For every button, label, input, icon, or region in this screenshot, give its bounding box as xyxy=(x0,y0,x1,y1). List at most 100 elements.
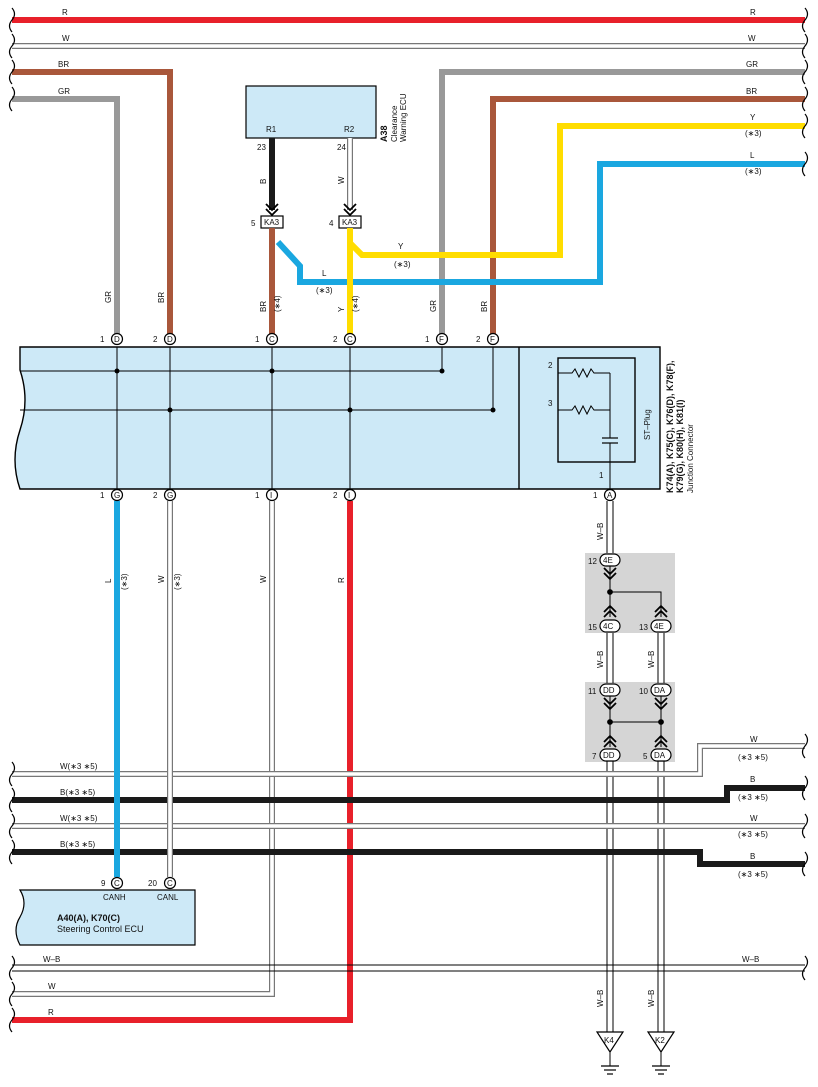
wire-white-i1 xyxy=(12,501,275,997)
can-w-line-1 xyxy=(12,743,805,777)
ka3-left-code: KA3 xyxy=(264,218,280,227)
label-can-b2-note: (∗3 ∗5) xyxy=(738,870,768,879)
label-can-b1-right: B xyxy=(750,775,755,784)
label-br-left: BR xyxy=(58,60,69,69)
junction-connector: 2 3 1 ST–Plug K74(A), K75(C), K76(D), K7… xyxy=(14,346,695,493)
svg-text:2: 2 xyxy=(476,335,481,344)
label-wire-b: B xyxy=(259,179,268,184)
steering-control-ecu: 9 C 20 C CANH CANL A40(A), K70(C) Steeri… xyxy=(15,876,196,946)
svg-text:2: 2 xyxy=(333,491,338,500)
wire-red-i2 xyxy=(12,501,353,1023)
svg-text:A: A xyxy=(607,491,613,500)
a38-pin-r1: R1 xyxy=(266,125,277,134)
svg-text:F: F xyxy=(490,335,495,344)
wire-wb-bottom xyxy=(12,964,805,972)
wire-wb-15-to-11 xyxy=(606,633,614,683)
label-br-right: BR xyxy=(746,87,757,96)
steering-pin-20: 20 xyxy=(148,879,157,888)
label-mid-y: Y xyxy=(398,242,404,251)
label-y-note: (∗3) xyxy=(745,129,762,138)
label-l-note: (∗3) xyxy=(745,167,762,176)
label-wb-13: W–B xyxy=(647,651,656,668)
svg-text:G: G xyxy=(114,491,120,500)
a38-code: A38 xyxy=(379,125,389,142)
st-plug-label: ST–Plug xyxy=(643,409,652,440)
wire-wb-13-to-10 xyxy=(657,633,665,683)
st-plug-pin-2: 2 xyxy=(548,361,553,370)
break-marks-right xyxy=(801,7,809,177)
label-wb-a1: W–B xyxy=(596,523,605,540)
label-wb-k4: W–B xyxy=(596,990,605,1007)
svg-text:1: 1 xyxy=(425,335,430,344)
label-mid-l: L xyxy=(322,269,327,278)
wire-wb-7-to-k4 xyxy=(606,760,614,1032)
can-b-line-1 xyxy=(12,785,805,803)
label-note4-c1: (∗4) xyxy=(273,295,282,312)
label-note4-c2: (∗4) xyxy=(351,295,360,312)
label-mid-l-note: (∗3) xyxy=(316,286,333,295)
splice-5-da: 5 DA xyxy=(643,748,672,762)
svg-text:10: 10 xyxy=(639,687,648,696)
label-can-w2-note: (∗3 ∗5) xyxy=(738,830,768,839)
label-r-top-left: R xyxy=(62,8,68,17)
svg-text:2: 2 xyxy=(153,491,158,500)
break-marks-can-left xyxy=(8,761,16,865)
label-gr-f1: GR xyxy=(429,300,438,312)
svg-text:C: C xyxy=(269,335,275,344)
label-gr-left: GR xyxy=(58,87,70,96)
svg-text:11: 11 xyxy=(588,687,597,696)
ka3-connector-left: KA3 5 xyxy=(251,203,284,229)
label-can-b1-left: B(∗3 ∗5) xyxy=(60,788,96,797)
wire-blue-right xyxy=(275,161,805,285)
label-w-i1: W xyxy=(259,575,268,583)
ka3-connector-right: KA3 4 xyxy=(329,203,362,229)
svg-text:C: C xyxy=(347,335,353,344)
label-gr-d1: GR xyxy=(104,291,113,303)
label-br-f2: BR xyxy=(480,301,489,312)
break-marks-can-right xyxy=(801,733,809,877)
steering-code: A40(A), K70(C) xyxy=(57,913,120,923)
a38-pin-r2: R2 xyxy=(344,125,355,134)
label-can-w1-note: (∗3 ∗5) xyxy=(738,753,768,762)
label-br-d2: BR xyxy=(157,292,166,303)
svg-text:4E: 4E xyxy=(654,622,664,631)
junction-codes-line1: K74(A), K75(C), K76(D), K78(F), xyxy=(665,360,675,493)
label-w-g2: W xyxy=(157,575,166,583)
wire-gray-left xyxy=(12,96,120,334)
ka3-pin-5: 5 xyxy=(251,219,256,228)
label-l-g1: L xyxy=(104,578,113,583)
label-mid-y-note: (∗3) xyxy=(394,260,411,269)
svg-text:D: D xyxy=(114,335,120,344)
a38-clearance-warning-ecu: R1 R2 23 24 A38 Clearance Warning ECU xyxy=(245,85,408,152)
a38-name-line2: Warning ECU xyxy=(399,93,408,142)
svg-text:5: 5 xyxy=(643,752,648,761)
label-can-w1-right: W xyxy=(750,735,758,744)
svg-text:D: D xyxy=(167,335,173,344)
label-can-w2-right: W xyxy=(750,814,758,823)
ka3-pin-4: 4 xyxy=(329,219,334,228)
svg-text:7: 7 xyxy=(592,752,597,761)
can-b-line-2 xyxy=(12,849,805,867)
label-can-b1-note: (∗3 ∗5) xyxy=(738,793,768,802)
svg-text:2: 2 xyxy=(333,335,338,344)
splice-lower-internal xyxy=(603,696,668,748)
svg-text:DA: DA xyxy=(654,751,666,760)
label-gr-right: GR xyxy=(746,60,758,69)
label-wb-bottom-right: W–B xyxy=(742,955,759,964)
svg-text:1: 1 xyxy=(100,491,105,500)
wire-yellow-right xyxy=(347,123,805,258)
